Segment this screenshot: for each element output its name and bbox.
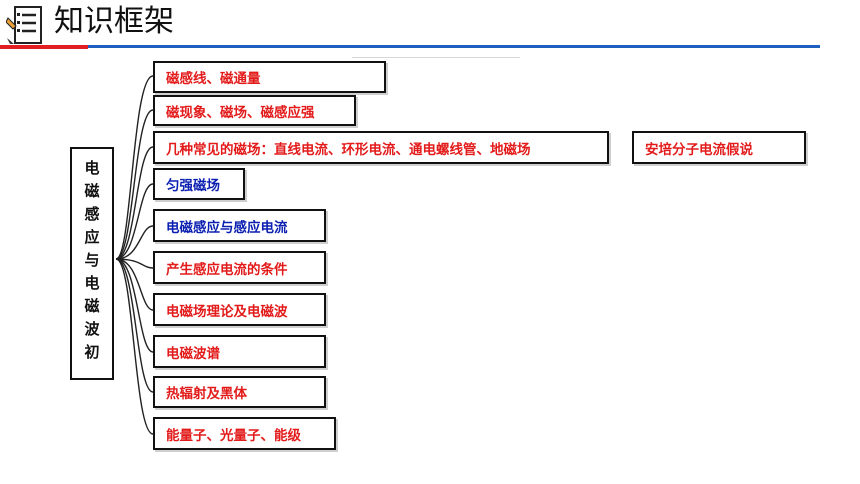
branch-label-2: 磁现象、磁场、磁感应强	[166, 104, 315, 121]
connector-10	[115, 258, 154, 435]
branch-node-7: 电磁场理论及电磁波	[153, 293, 326, 326]
branch-node-8: 电磁波谱	[153, 335, 326, 368]
side-note-node: 安培分子电流假说	[632, 131, 806, 164]
connector-9	[115, 258, 154, 393]
branch-node-3: 几种常见的磁场：直线电流、环形电流、通电螺线管、地磁场	[153, 131, 609, 164]
branch-node-6: 产生感应电流的条件	[153, 251, 326, 284]
branch-label-9: 热辐射及黑体	[166, 386, 247, 402]
title-underline-blue	[88, 45, 820, 48]
connector-2	[115, 109, 154, 260]
connector-6	[115, 258, 154, 269]
page-title: 知识框架	[54, 4, 174, 39]
branch-label-7: 电磁场理论及电磁波	[166, 303, 288, 320]
connector-5	[115, 225, 154, 260]
branch-node-2: 磁现象、磁场、磁感应强	[153, 95, 356, 126]
branch-node-5: 电磁感应与感应电流	[153, 209, 326, 242]
branch-label-10: 能量子、光量子、能级	[166, 427, 301, 444]
branch-node-4: 匀强磁场	[153, 168, 245, 200]
branch-node-9: 热辐射及黑体	[153, 376, 326, 408]
connector-1	[115, 75, 154, 260]
branch-node-1: 磁感线、磁通量	[153, 61, 386, 93]
connector-8	[115, 258, 154, 353]
root-node-label: 电磁感应与电磁波初	[82, 160, 101, 367]
branch-label-5: 电磁感应与感应电流	[166, 219, 288, 236]
branch-label-3: 几种常见的磁场：直线电流、环形电流、通电螺线管、地磁场	[166, 141, 531, 158]
branch-label-6: 产生感应电流的条件	[166, 261, 288, 278]
connector-7	[115, 258, 154, 311]
root-node: 电磁感应与电磁波初	[70, 147, 114, 380]
branch-label-4: 匀强磁场	[166, 178, 220, 194]
branch-label-8: 电磁波谱	[166, 345, 220, 362]
connector-4	[115, 183, 154, 260]
divider-line	[352, 57, 520, 58]
side-note-label: 安培分子电流假说	[645, 141, 753, 158]
branch-label-1: 磁感线、磁通量	[166, 71, 261, 87]
checklist-icon	[6, 6, 42, 44]
title-underline-red	[0, 45, 88, 49]
branch-node-10: 能量子、光量子、能级	[153, 417, 336, 450]
connector-3	[115, 146, 154, 260]
